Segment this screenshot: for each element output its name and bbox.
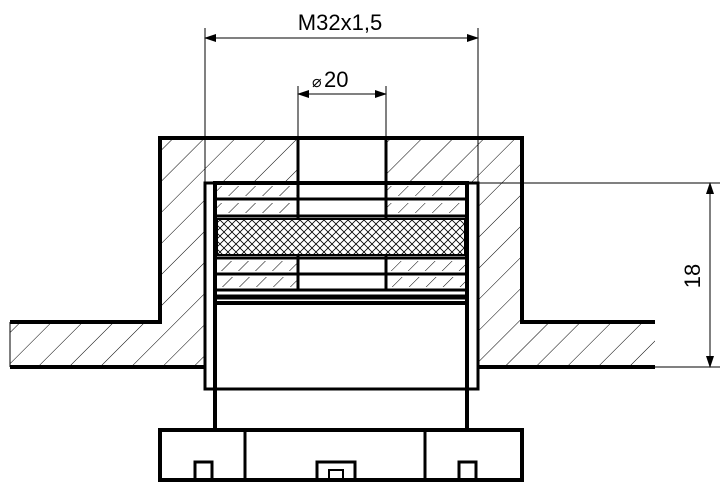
filter-insert [213, 181, 469, 305]
thread-dimension-label: M32x1,5 [298, 10, 382, 35]
height-dimension-label: 18 [680, 264, 705, 288]
cylinder-body [205, 300, 478, 430]
dimension-thread: M32x1,5 [204, 10, 479, 183]
diameter-symbol: ⌀ [312, 74, 322, 91]
base-connector [158, 428, 524, 482]
bore-dimension-label: 20 [324, 67, 348, 92]
dimension-height: 18 [478, 182, 720, 368]
dimension-bore: ⌀ 20 [297, 67, 387, 138]
